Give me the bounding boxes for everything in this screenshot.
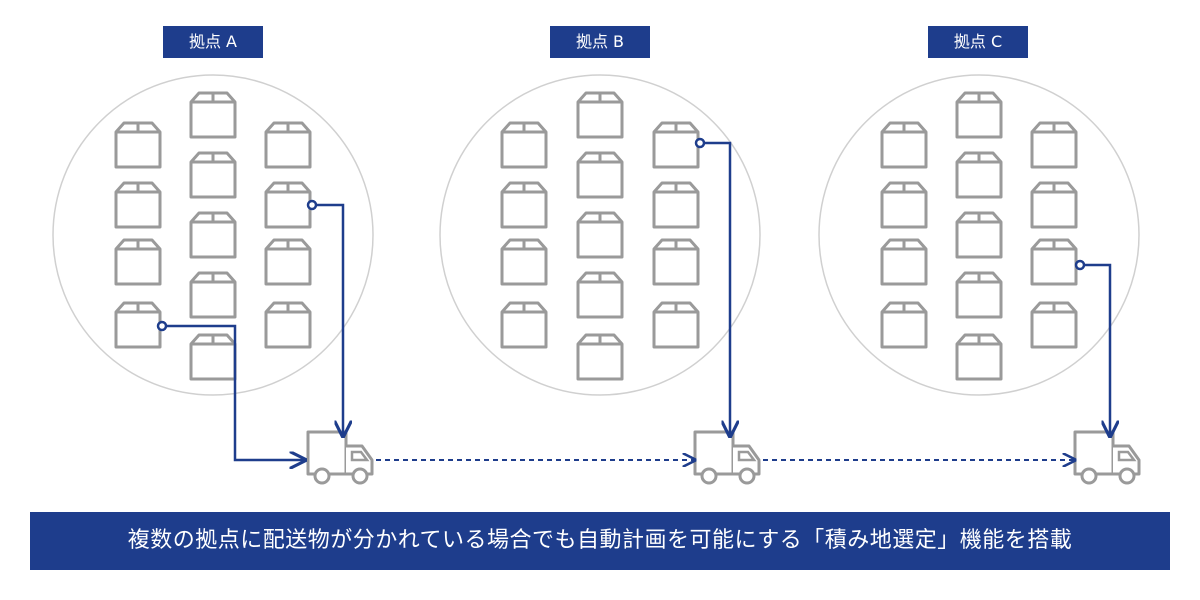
site-label-a: 拠点 A (163, 26, 263, 58)
truck-icon (306, 430, 374, 485)
box-icon (1030, 238, 1078, 286)
pickup-point-c (1074, 259, 1086, 271)
box-icon (1030, 301, 1078, 349)
box-icon (652, 121, 700, 169)
site-a-area (52, 74, 374, 396)
box-icon (189, 91, 237, 139)
pickup-point-b (694, 137, 706, 149)
box-icon (652, 238, 700, 286)
truck-icon (693, 430, 761, 485)
box-icon (189, 151, 237, 199)
box-icon (264, 238, 312, 286)
pickup-point-a1 (156, 320, 168, 332)
box-icon (576, 91, 624, 139)
site-label-b: 拠点 B (550, 26, 650, 58)
box-icon (1030, 181, 1078, 229)
box-icon (576, 333, 624, 381)
box-icon (500, 121, 548, 169)
box-icon (264, 121, 312, 169)
box-icon (114, 121, 162, 169)
box-icon (576, 211, 624, 259)
pickup-point-a2 (306, 199, 318, 211)
box-icon (652, 181, 700, 229)
box-icon (114, 301, 162, 349)
feature-banner: 複数の拠点に配送物が分かれている場合でも自動計画を可能にする「積み地選定」機能を… (30, 512, 1170, 570)
box-icon (955, 151, 1003, 199)
box-icon (500, 301, 548, 349)
route-line-a1 (162, 324, 305, 460)
box-icon (114, 238, 162, 286)
box-icon (500, 238, 548, 286)
site-b-area (439, 74, 761, 396)
box-icon (189, 333, 237, 381)
box-icon (114, 181, 162, 229)
box-icon (880, 181, 928, 229)
box-icon (955, 211, 1003, 259)
box-icon (264, 181, 312, 229)
box-icon (576, 151, 624, 199)
route-line-c (1080, 263, 1110, 436)
box-icon (500, 181, 548, 229)
box-icon (1030, 121, 1078, 169)
box-icon (880, 301, 928, 349)
box-icon (880, 238, 928, 286)
route-line-a2 (312, 203, 343, 436)
site-b-circle (439, 74, 761, 396)
site-a-circle (52, 74, 374, 396)
box-icon (652, 301, 700, 349)
route-line-b (700, 141, 730, 436)
pickup-routes (156, 137, 1110, 460)
box-icon (264, 301, 312, 349)
box-icon (189, 211, 237, 259)
box-icon (955, 271, 1003, 319)
box-icon (576, 271, 624, 319)
truck-icon (1073, 430, 1141, 485)
site-label-c: 拠点 C (928, 26, 1028, 58)
site-c-area (818, 74, 1140, 396)
box-icon (955, 333, 1003, 381)
box-icon (955, 91, 1003, 139)
site-c-circle (818, 74, 1140, 396)
box-icon (880, 121, 928, 169)
box-icon (189, 271, 237, 319)
